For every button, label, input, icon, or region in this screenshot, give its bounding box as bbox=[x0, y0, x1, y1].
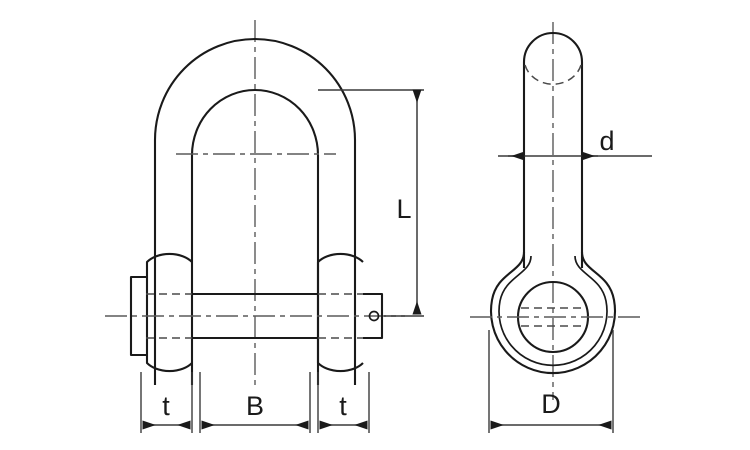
pin-tail-plate bbox=[363, 292, 384, 340]
bow-outer-profile bbox=[153, 37, 357, 385]
pin-right-boss bbox=[316, 252, 364, 373]
dim-label-B: B bbox=[246, 391, 264, 421]
dim-label-L: L bbox=[396, 194, 411, 224]
dim-label-t-right: t bbox=[339, 391, 347, 421]
dim-label-t-left: t bbox=[162, 391, 170, 421]
bow-inner-profile bbox=[190, 89, 320, 385]
front-view: L t B t bbox=[105, 20, 424, 433]
eye-outer-profile bbox=[489, 251, 617, 375]
shank-outline bbox=[522, 32, 584, 268]
pin-left-boss bbox=[145, 252, 193, 373]
side-view: d D bbox=[470, 22, 652, 433]
eye-inner-contour bbox=[498, 255, 608, 367]
cotter-hole-icon bbox=[368, 310, 380, 322]
dim-label-D: D bbox=[541, 389, 561, 419]
dim-label-d: d bbox=[599, 126, 614, 156]
pin-head-collar bbox=[129, 275, 147, 357]
